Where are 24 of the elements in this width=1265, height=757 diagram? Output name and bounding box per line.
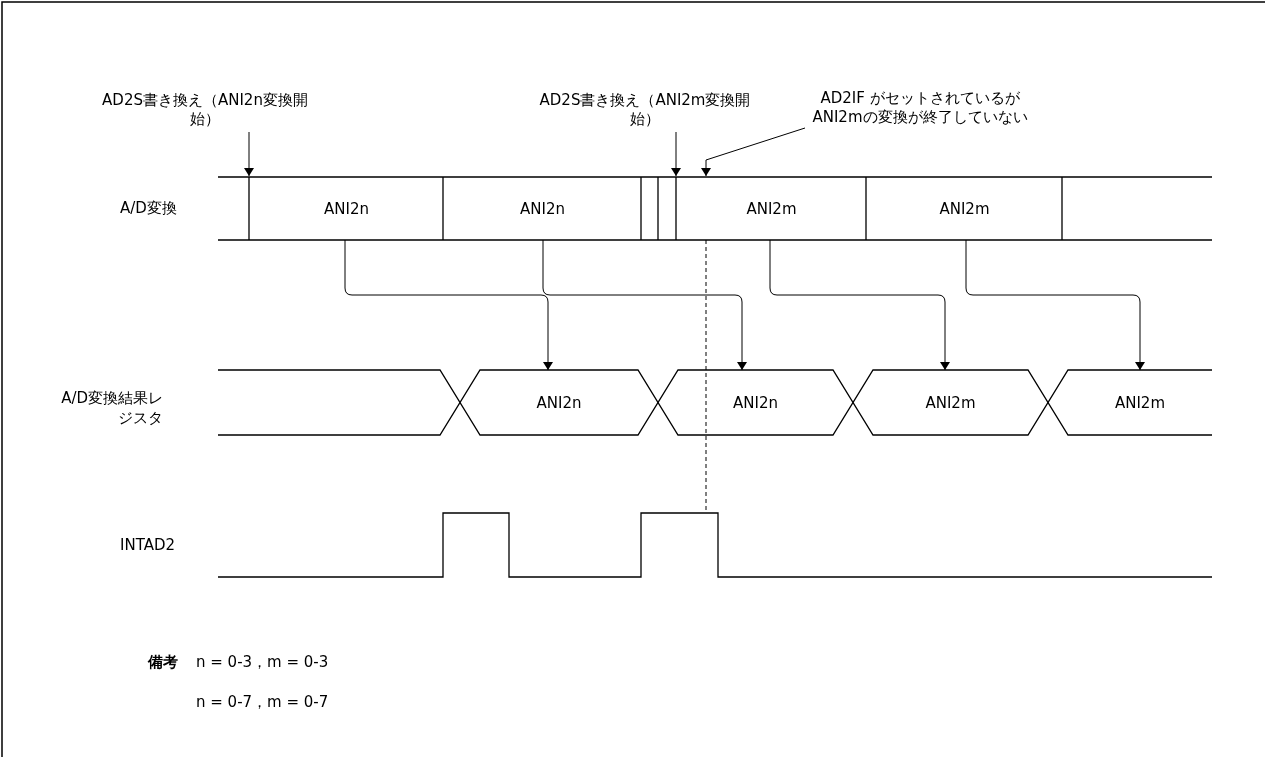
bus-value: ANI2m bbox=[873, 370, 1028, 435]
arrow bbox=[542, 239, 747, 371]
arrow bbox=[965, 239, 1145, 371]
arrow bbox=[701, 127, 806, 177]
signal-name: A/D変換 bbox=[120, 198, 177, 218]
note-heading: 備考 bbox=[148, 652, 178, 672]
callout-text: AD2IF がセットされているがANI2mの変換が終了していない bbox=[800, 88, 1040, 128]
arrow bbox=[671, 131, 681, 177]
bus-value: ANI2m bbox=[1068, 370, 1212, 435]
arrow bbox=[769, 239, 950, 371]
callout-text: AD2S書き換え（ANI2m変換開始） bbox=[530, 88, 760, 132]
callout-text: AD2S書き換え（ANI2n変換開始） bbox=[90, 88, 320, 132]
signal-name: INTAD2 bbox=[120, 535, 175, 555]
bus-value: ANI2n bbox=[678, 370, 833, 435]
bus-value: ANI2n bbox=[250, 177, 443, 240]
note-text: n = 0-3，m = 0-3 bbox=[196, 652, 329, 672]
signal-name: A/D変換結果レジスタ bbox=[60, 388, 163, 428]
bus-value: ANI2n bbox=[444, 177, 641, 240]
bus-value: ANI2m bbox=[677, 177, 866, 240]
arrow bbox=[344, 239, 553, 371]
bus-value: ANI2n bbox=[480, 370, 638, 435]
note-text: n = 0-7，m = 0-7 bbox=[196, 692, 329, 712]
arrow bbox=[244, 131, 254, 177]
bus-value: ANI2m bbox=[867, 177, 1062, 240]
